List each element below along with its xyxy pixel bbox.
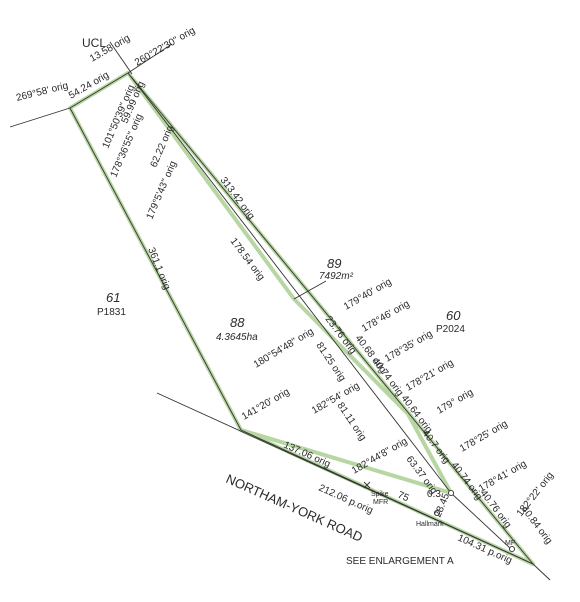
bearing-179: 179° orig	[435, 387, 475, 417]
dim-40-76: 40.76 orig	[478, 488, 514, 530]
hallmark-label: Hallmark	[416, 521, 444, 528]
survey-lines	[9, 41, 551, 581]
lot-89-number: 89	[327, 256, 341, 271]
road-name: NORTHAM-YORK ROAD	[224, 471, 365, 545]
bearing-180-54-48: 180°54'48" orig	[252, 326, 316, 370]
lot-89-area: 7492m²	[319, 271, 354, 282]
see-enlargement-note: SEE ENLARGEMENT A	[346, 556, 454, 567]
north-extension-left	[9, 107, 71, 128]
mark-circle-2	[433, 509, 441, 517]
lot-88-west-line	[69, 107, 242, 431]
lot-88-number: 88	[230, 315, 245, 330]
mf-label: MF	[505, 540, 515, 547]
lot-88-east-line	[127, 72, 452, 494]
bearing-260-22-30: 260°22'30" orig	[133, 25, 197, 68]
lot-88-area: 4.3645ha	[216, 332, 258, 343]
road-south-line	[240, 429, 534, 565]
bearing-178-25: 178°25' orig	[458, 418, 510, 454]
dim-178-54: 178.54 orig	[228, 236, 267, 283]
south-extension	[532, 563, 551, 581]
lot-60-number: 60	[446, 308, 461, 323]
lot-60-plan: P2024	[436, 324, 465, 335]
bearing-178-35: 178°35' orig	[383, 328, 435, 364]
connector-line	[450, 492, 512, 550]
survey-marks	[363, 481, 516, 553]
ucl-line	[109, 41, 133, 75]
parcel-boundaries-highlight	[68, 71, 535, 566]
north-extension-right	[127, 43, 173, 74]
bearing-178-21: 178°21' orig	[404, 357, 456, 393]
bearing-179-5-43: 179°5'43" orig	[145, 160, 179, 222]
dim-81-11: 81.11 orig	[335, 401, 369, 443]
mfr-label: MFR	[373, 499, 388, 506]
bearing-141-20: 141°20' orig	[240, 386, 292, 422]
spike-mark-icon	[363, 481, 371, 489]
labels: UCL 13.58 orig 260°22'30" orig 269°58' o…	[15, 25, 556, 567]
bearing-178-46: 178°46' orig	[360, 298, 412, 334]
dim-0-3: 0.3	[427, 489, 441, 500]
bearing-182-54: 182°54' orig	[310, 380, 362, 416]
mark-circle-3	[508, 545, 516, 553]
dim-75: 75	[396, 490, 411, 505]
lot-60-boundary	[127, 72, 534, 565]
dim-40-84: 40.84 orig	[519, 504, 555, 546]
spike-label: Spike	[371, 491, 389, 498]
bearing-269-58: 269°58' orig	[15, 80, 69, 104]
mark-circle-1	[447, 489, 455, 497]
lot-61-plan: P1831	[97, 307, 126, 318]
ucl-label: UCL	[82, 36, 106, 50]
lot-61-number: 61	[106, 290, 120, 305]
lot-89-leader	[293, 280, 327, 300]
dim-361-1: 361.1 orig	[145, 246, 172, 291]
lot-88-north-line	[69, 72, 129, 109]
